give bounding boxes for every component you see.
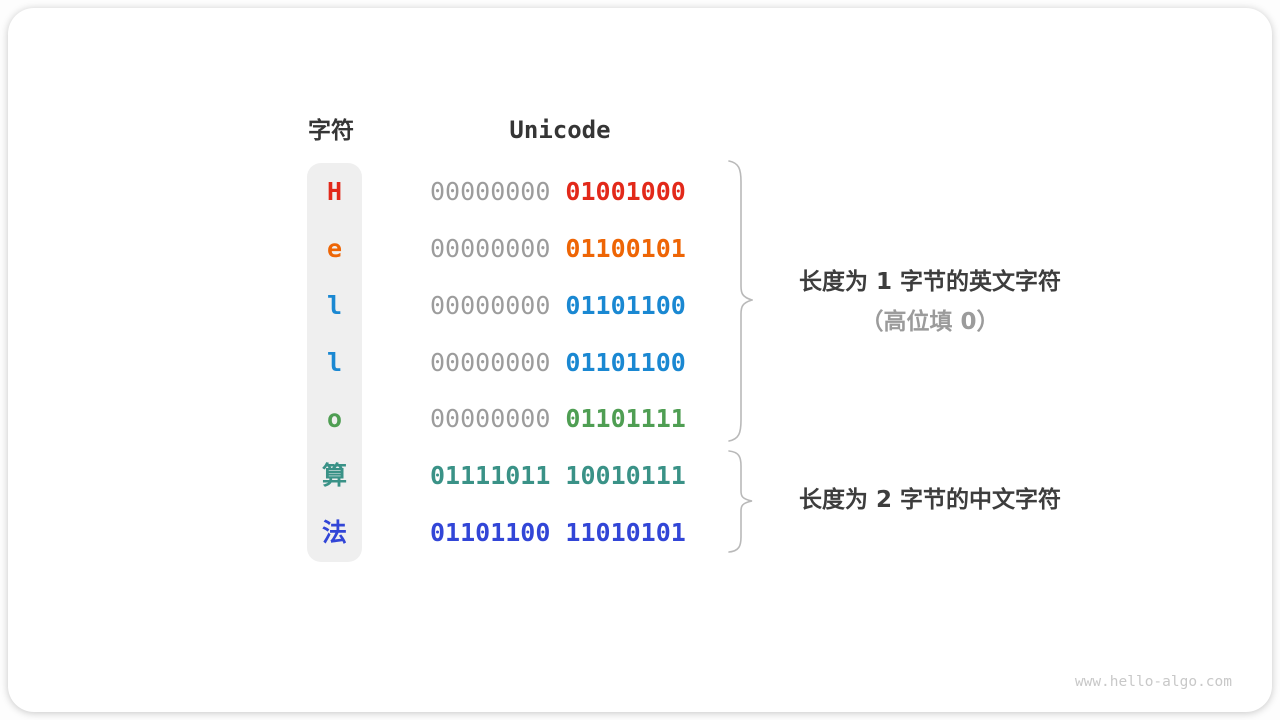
char-cell: H	[326, 177, 343, 206]
unicode-bits: 01111011 10010111	[430, 461, 686, 491]
low-byte: 01101111	[565, 404, 686, 433]
char-cell: o	[326, 404, 343, 433]
table-row: e 00000000 01100101	[307, 234, 727, 264]
brace-2byte-group	[728, 450, 753, 553]
low-byte: 10010111	[565, 461, 686, 490]
low-byte: 01100101	[565, 234, 686, 263]
brace-1byte-group	[728, 160, 753, 442]
high-byte: 01101100	[430, 518, 551, 547]
unicode-bits: 01101100 11010101	[430, 518, 686, 548]
table-row: l 00000000 01101100	[307, 291, 727, 321]
header-char: 字符	[308, 118, 354, 144]
unicode-bits: 00000000 01101100	[430, 291, 686, 321]
annotation-chinese-line1: 长度为 2 字节的中文字符	[798, 487, 1062, 513]
table-row: 算 01111011 10010111	[307, 461, 727, 491]
table-row: H 00000000 01001000	[307, 177, 727, 207]
low-byte: 01101100	[565, 291, 686, 320]
char-cell: e	[326, 234, 343, 263]
char-column-background	[307, 163, 362, 562]
zero-pad-byte: 00000000	[430, 234, 551, 263]
low-byte: 11010101	[565, 518, 686, 547]
char-cell: 算	[321, 461, 347, 490]
unicode-bits: 00000000 01101111	[430, 404, 686, 434]
diagram-card: 字符 Unicode H 00000000 01001000 e 00000000 011…	[8, 8, 1272, 712]
unicode-bits: 00000000 01101100	[430, 348, 686, 378]
table-row: l 00000000 01101100	[307, 348, 727, 378]
zero-pad-byte: 00000000	[430, 348, 551, 377]
table-row: o 00000000 01101111	[307, 404, 727, 434]
char-cell: l	[326, 348, 343, 377]
annotation-english-line2: （高位填 0）	[860, 309, 1000, 335]
zero-pad-byte: 00000000	[430, 291, 551, 320]
annotation-english-chars: 长度为 1 字节的英文字符 （高位填 0）	[765, 266, 1095, 338]
char-cell: l	[326, 291, 343, 320]
watermark-link: www.hello-algo.com	[1074, 674, 1232, 690]
zero-pad-byte: 00000000	[430, 177, 551, 206]
low-byte: 01001000	[565, 177, 686, 206]
zero-pad-byte: 00000000	[430, 404, 551, 433]
annotation-chinese-chars: 长度为 2 字节的中文字符	[765, 484, 1095, 516]
unicode-bits: 00000000 01001000	[430, 177, 686, 207]
unicode-bits: 00000000 01100101	[430, 234, 686, 264]
high-byte: 01111011	[430, 461, 551, 490]
low-byte: 01101100	[565, 348, 686, 377]
annotation-english-line1: 长度为 1 字节的英文字符	[798, 269, 1062, 295]
char-cell: 法	[321, 518, 347, 547]
header-unicode: Unicode	[509, 116, 611, 144]
table-row: 法 01101100 11010101	[307, 518, 727, 548]
